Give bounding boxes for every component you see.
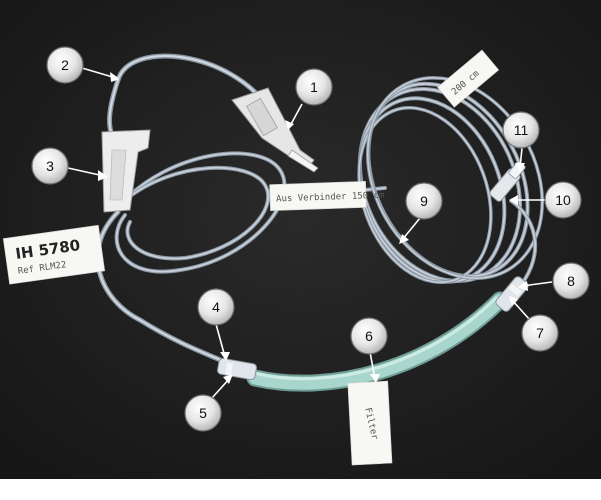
- filter-tube: [246, 291, 509, 392]
- callout-7-number: 7: [536, 325, 544, 341]
- callout-8: 8: [552, 262, 590, 300]
- callout-4: 4: [197, 288, 235, 326]
- callout-1-number: 1: [310, 79, 318, 95]
- callout-2-number: 2: [61, 57, 69, 73]
- callout-4-number: 4: [212, 299, 220, 315]
- callout-1: 1: [295, 68, 333, 106]
- callout-5: 5: [184, 394, 222, 432]
- tag-middle-text: Aus Verbinder 150 cm: [276, 191, 385, 205]
- callout-leaders: [67, 67, 553, 399]
- tag-coil: 200 cm: [437, 49, 500, 108]
- callout-6-number: 6: [365, 328, 373, 344]
- connector-right: [495, 276, 529, 312]
- callout-3-number: 3: [46, 158, 54, 174]
- tag-filter: Filter: [347, 380, 393, 466]
- tag-middle: Aus Verbinder 150 cm: [269, 181, 385, 211]
- callout-3: 3: [31, 147, 69, 185]
- callout-9-number: 9: [420, 193, 428, 209]
- spike-component: [231, 87, 319, 173]
- callout-6: 6: [350, 317, 388, 355]
- callout-5-number: 5: [199, 405, 207, 421]
- callout-11: 11: [502, 111, 540, 149]
- callout-2: 2: [46, 46, 84, 84]
- roller-clamp: [101, 129, 151, 213]
- infusion-set-photo: IH 5780 Ref RLM22 Aus Verbinder 150 cm 2…: [0, 0, 601, 479]
- tag-left: IH 5780 Ref RLM22: [2, 224, 106, 285]
- callout-7: 7: [521, 314, 559, 352]
- callout-10: 10: [544, 181, 582, 219]
- callout-9: 9: [405, 182, 443, 220]
- callout-8-number: 8: [567, 273, 575, 289]
- callout-10-number: 10: [555, 192, 571, 208]
- callout-11-number: 11: [514, 122, 529, 138]
- connector-left: [217, 357, 257, 381]
